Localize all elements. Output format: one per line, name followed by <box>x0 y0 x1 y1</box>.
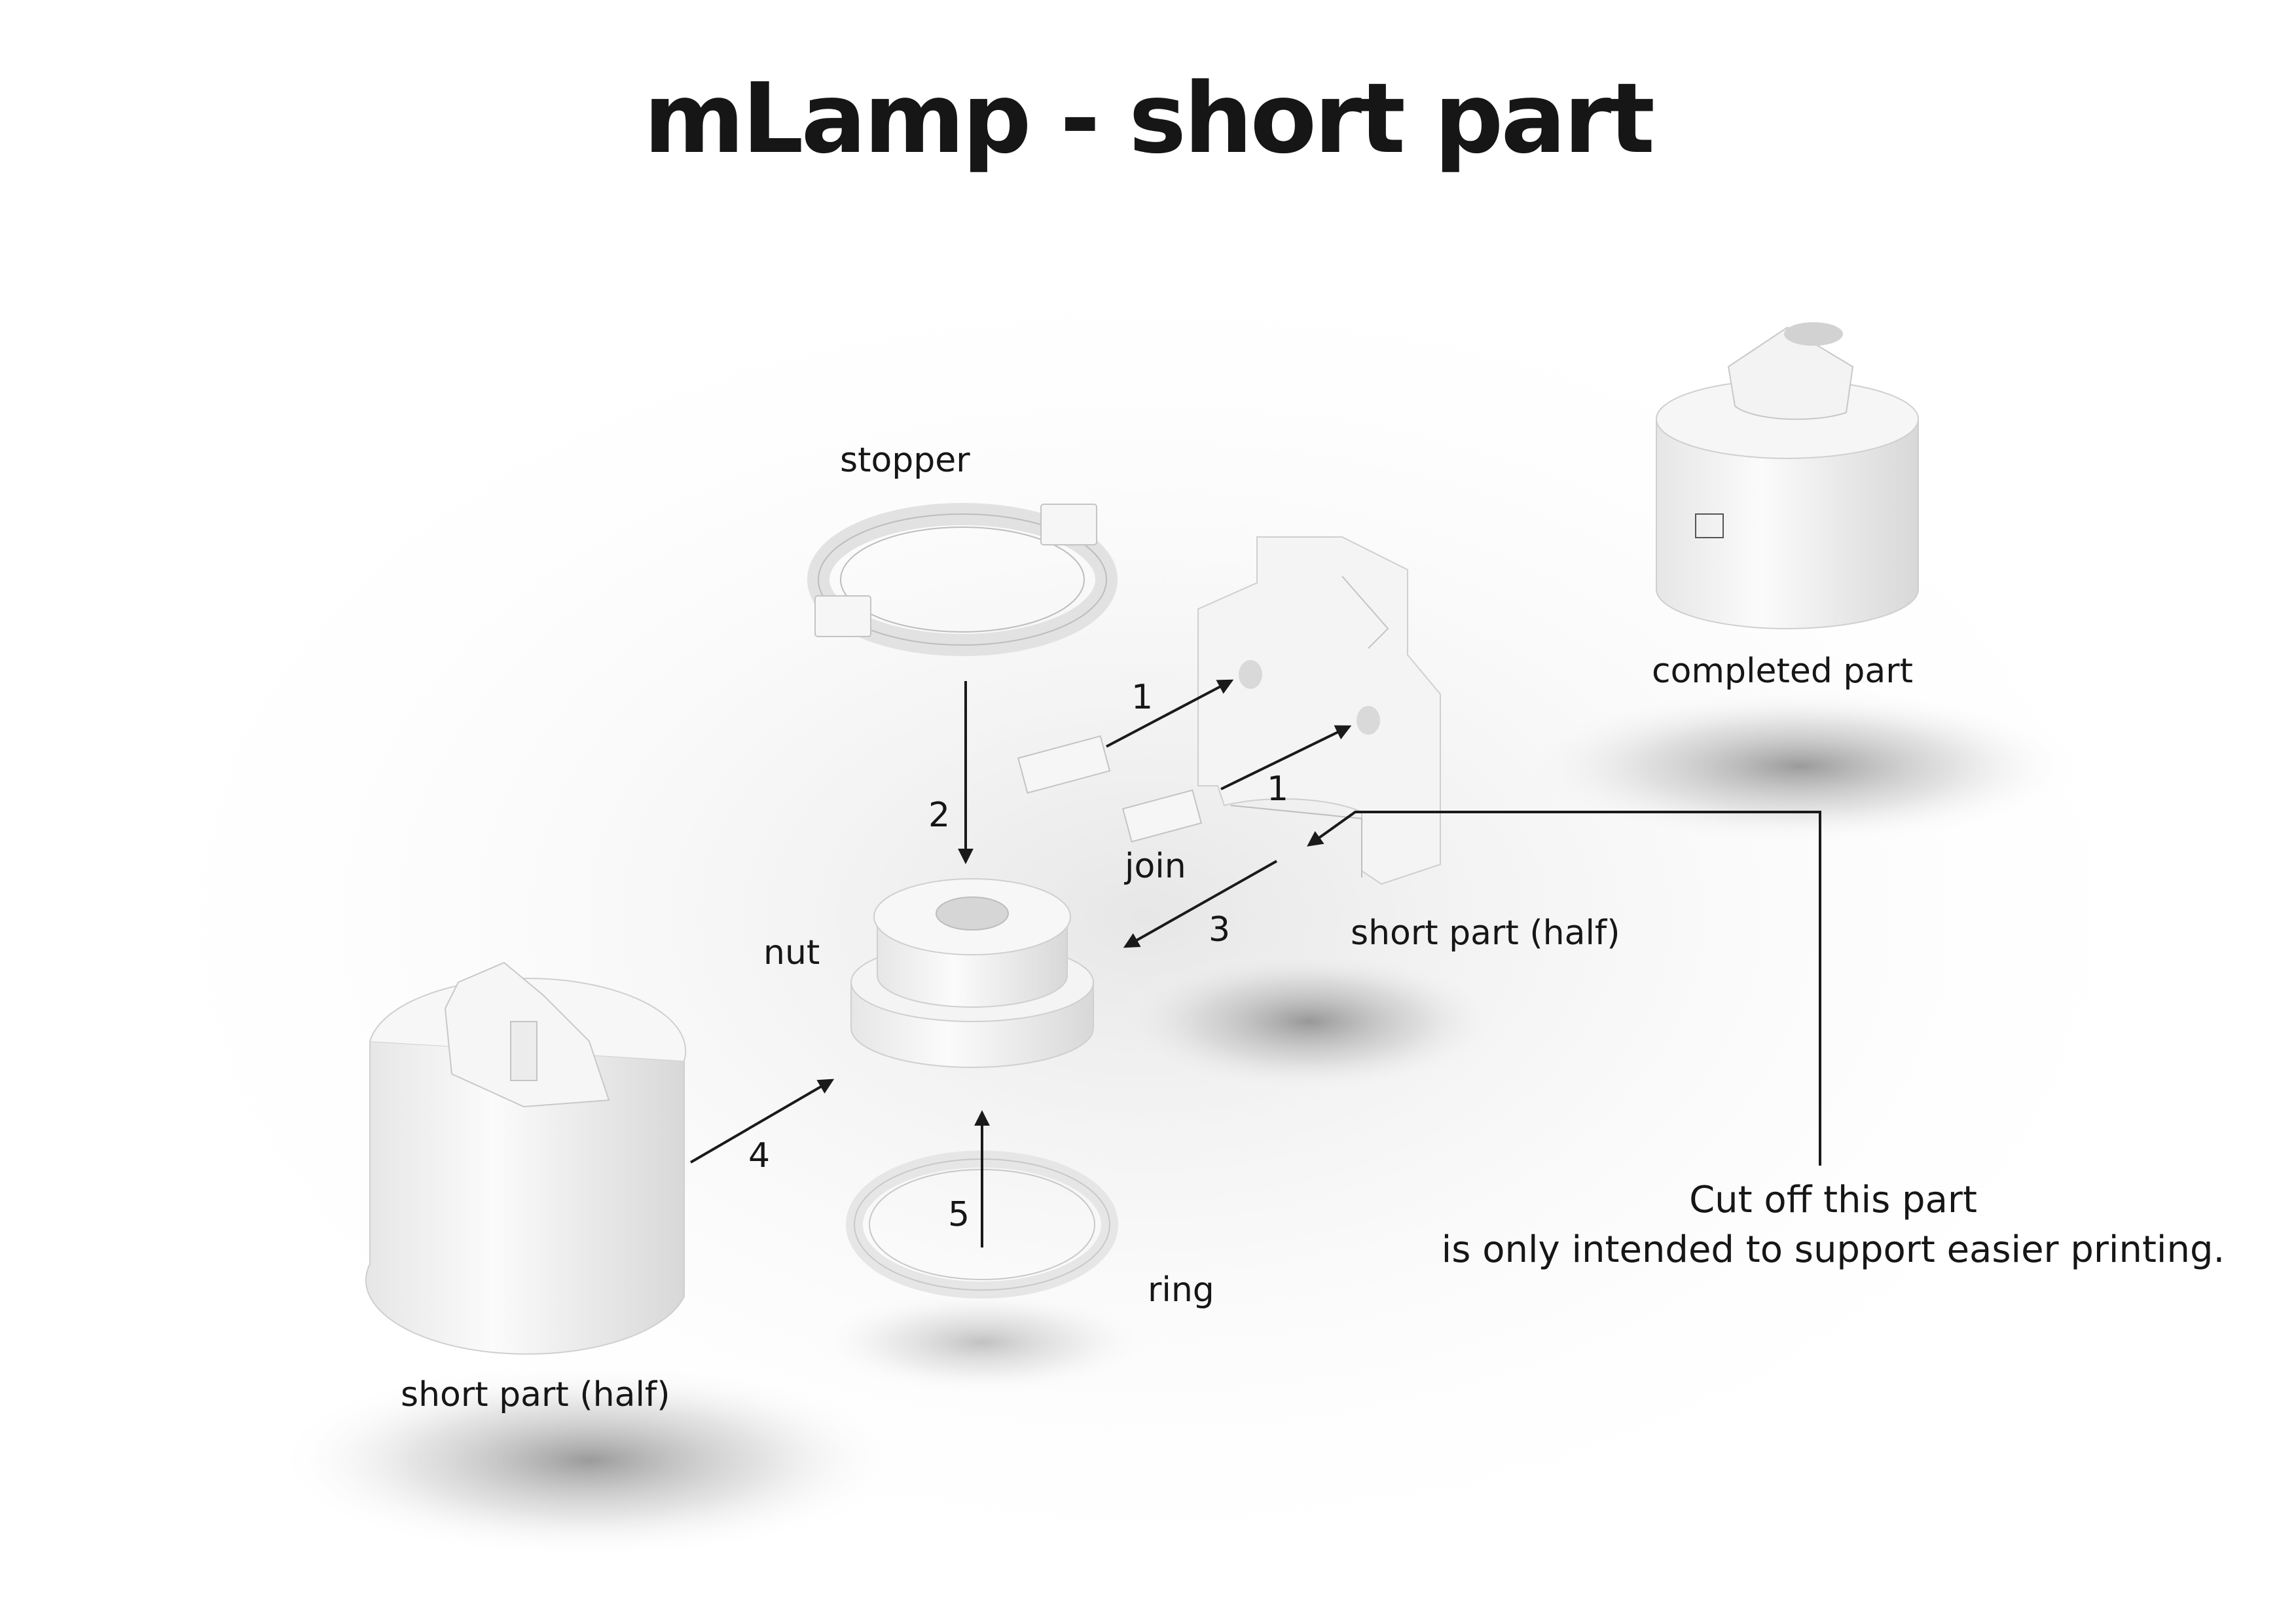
join-blocks <box>1017 735 1203 843</box>
completed-part-shadow <box>1519 688 2082 845</box>
step-number-2: 2 <box>928 796 951 835</box>
short-part-half-right <box>1197 536 1441 885</box>
label-nut: nut <box>763 933 820 972</box>
label-stopper: stopper <box>840 441 970 480</box>
short-part-right-shadow <box>1113 950 1506 1094</box>
cut-off-note: Cut off this part is only intended to su… <box>1427 1175 2239 1275</box>
cut-off-callout-line <box>1307 811 1821 1166</box>
cut-off-note-line-1: Cut off this part <box>1689 1179 1977 1221</box>
short-part-half-left <box>365 961 687 1355</box>
stopper-part <box>807 503 1118 656</box>
completed-part <box>1656 322 1919 629</box>
arrow-step-1b <box>1220 725 1352 790</box>
label-short-part-half-right: short part (half) <box>1351 913 1620 953</box>
step-number-5: 5 <box>948 1195 970 1234</box>
cut-off-note-line-2: is only intended to support easier print… <box>1441 1228 2225 1271</box>
ring-shadow <box>812 1290 1152 1395</box>
step-number-1b: 1 <box>1267 769 1289 809</box>
page-title: mLamp - short part <box>644 62 1655 175</box>
label-ring: ring <box>1148 1270 1214 1310</box>
nut-part <box>850 878 1094 1068</box>
arrow-step-4 <box>689 1079 835 1164</box>
arrow-step-1a <box>1106 679 1234 748</box>
label-join: join <box>1125 847 1186 886</box>
step-number-3: 3 <box>1209 910 1231 950</box>
label-completed-part: completed part <box>1652 652 1914 691</box>
step-number-1a: 1 <box>1131 678 1154 717</box>
label-short-part-half-left: short part (half) <box>401 1375 670 1414</box>
assembly-arrows <box>689 679 1821 1247</box>
arrow-step-3 <box>1123 860 1277 948</box>
short-part-left-shadow <box>275 1362 903 1559</box>
step-number-4: 4 <box>748 1136 771 1175</box>
